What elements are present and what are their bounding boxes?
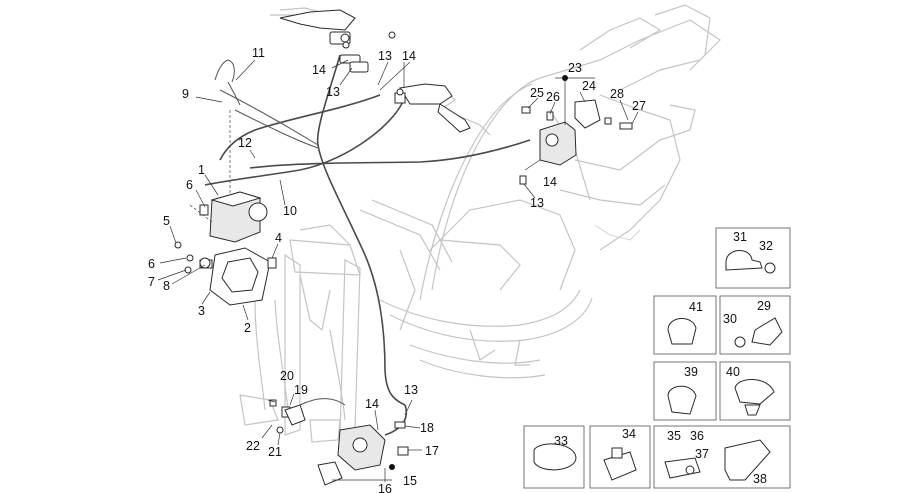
- callout-32: 32: [759, 239, 773, 253]
- callout-41: 41: [689, 300, 703, 314]
- callout-22: 22: [246, 439, 260, 453]
- abs-bracket: [199, 247, 271, 306]
- detail-box-41: [653, 295, 717, 355]
- callout-13a: 13: [378, 49, 392, 63]
- frame-outline: [359, 4, 721, 379]
- cable-11: [214, 59, 241, 240]
- callout-7: 7: [148, 275, 155, 289]
- right-master-cylinder: [394, 83, 471, 133]
- callout-13b: 13: [326, 85, 340, 99]
- callout-24: 24: [582, 79, 596, 93]
- callout-29: 29: [757, 299, 771, 313]
- callout-1: 1: [198, 163, 205, 177]
- callout-27: 27: [632, 99, 646, 113]
- front-caliper: [317, 424, 386, 486]
- callout-16: 16: [378, 482, 392, 493]
- callout-33: 33: [554, 434, 568, 448]
- callout-21: 21: [268, 445, 282, 459]
- callout-5: 5: [163, 214, 170, 228]
- wheel-sensor: [284, 398, 346, 426]
- callout-31: 31: [733, 230, 747, 244]
- callout-37: 37: [695, 447, 709, 461]
- callout-3: 3: [198, 304, 205, 318]
- marker-dots: [389, 75, 568, 470]
- callout-39: 39: [684, 365, 698, 379]
- callout-11: 11: [252, 46, 265, 60]
- callout-4: 4: [275, 231, 282, 245]
- detail-box-35-38: [653, 425, 791, 489]
- callout-25: 25: [530, 86, 544, 100]
- callout-6b: 6: [148, 257, 155, 271]
- callout-30: 30: [723, 312, 737, 326]
- callout-20: 20: [280, 369, 294, 383]
- callout-23: 23: [568, 61, 582, 75]
- detail-box-29-30: [719, 295, 791, 355]
- callout-8: 8: [163, 279, 170, 293]
- callout-36: 36: [690, 429, 704, 443]
- callout-26: 26: [546, 90, 560, 104]
- detail-box-33: [523, 425, 585, 489]
- callout-13c: 13: [530, 196, 544, 210]
- callout-2: 2: [244, 321, 251, 335]
- detail-box-39: [653, 361, 717, 421]
- callout-14d: 14: [365, 397, 379, 411]
- callout-28: 28: [610, 87, 624, 101]
- callout-labels: 1 2 3 4 5 6 6 7 8 9 10 11 12 13 13 13 13…: [148, 46, 773, 493]
- detail-box-31-32: [715, 227, 791, 289]
- callout-6a: 6: [186, 178, 193, 192]
- detail-box-40: [719, 361, 791, 421]
- callout-13d: 13: [404, 383, 418, 397]
- callout-34: 34: [622, 427, 636, 441]
- master-cylinder: [279, 9, 369, 73]
- callout-35: 35: [667, 429, 681, 443]
- rear-caliper-assembly: [539, 99, 601, 166]
- leader-lines: [157, 59, 639, 482]
- callout-19: 19: [294, 383, 308, 397]
- detail-box-34: [589, 425, 651, 489]
- callout-18: 18: [420, 421, 434, 435]
- callout-9: 9: [182, 87, 189, 101]
- callout-14a: 14: [402, 49, 416, 63]
- callout-38: 38: [753, 472, 767, 486]
- callout-40: 40: [726, 365, 740, 379]
- callout-15: 15: [403, 474, 417, 488]
- abs-module: [189, 191, 268, 243]
- callout-12: 12: [238, 136, 252, 150]
- callout-10: 10: [283, 204, 297, 218]
- callout-14b: 14: [312, 63, 326, 77]
- callout-17: 17: [425, 444, 439, 458]
- brake-pipes: [204, 54, 531, 436]
- fork-outline: [239, 224, 361, 443]
- callout-14c: 14: [543, 175, 557, 189]
